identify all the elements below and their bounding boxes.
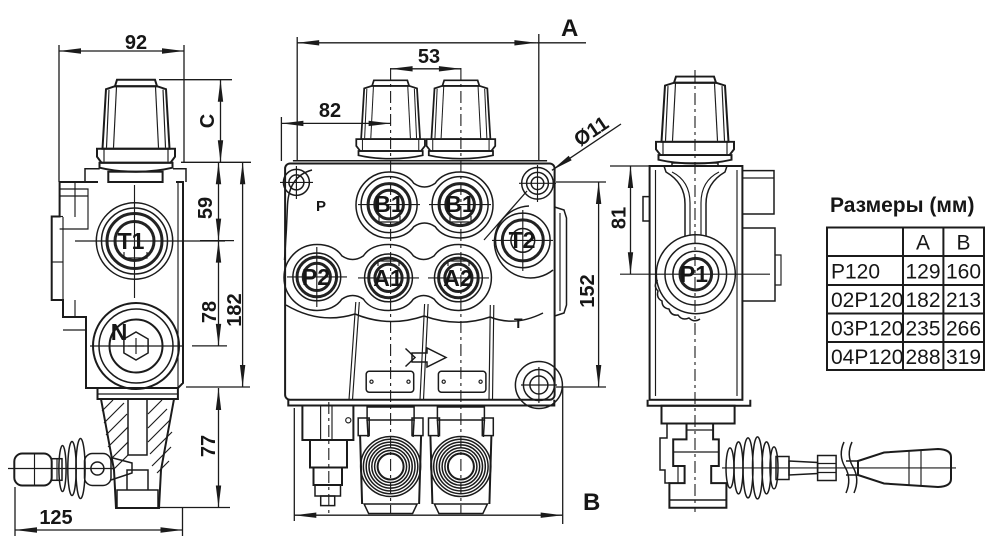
svg-text:288: 288	[905, 346, 940, 369]
svg-text:319: 319	[946, 346, 981, 369]
svg-text:B: B	[956, 232, 970, 255]
svg-text:B1: B1	[374, 191, 404, 217]
svg-text:A: A	[561, 15, 578, 42]
svg-text:182: 182	[224, 293, 246, 326]
svg-text:78: 78	[199, 301, 221, 323]
svg-text:81: 81	[609, 207, 631, 229]
svg-text:160: 160	[946, 261, 981, 284]
svg-text:B1: B1	[445, 191, 475, 217]
svg-text:77: 77	[198, 435, 220, 457]
svg-text:04P120: 04P120	[831, 346, 903, 369]
svg-text:P: P	[316, 198, 326, 215]
svg-text:125: 125	[39, 507, 72, 529]
svg-text:N: N	[111, 319, 128, 345]
svg-text:A1: A1	[373, 265, 403, 291]
svg-text:P2: P2	[302, 264, 330, 290]
svg-text:P120: P120	[831, 261, 880, 284]
svg-text:152: 152	[577, 274, 599, 307]
svg-text:B: B	[583, 489, 600, 516]
svg-text:Размеры (мм): Размеры (мм)	[830, 194, 974, 217]
svg-text:266: 266	[946, 318, 981, 341]
svg-text:T1: T1	[118, 228, 145, 254]
svg-text:C: C	[197, 114, 219, 128]
svg-text:P1: P1	[680, 261, 708, 287]
svg-text:T2: T2	[509, 227, 536, 253]
svg-text:A: A	[916, 232, 930, 255]
svg-text:129: 129	[905, 261, 940, 284]
svg-text:59: 59	[195, 197, 217, 219]
svg-text:Ø11: Ø11	[570, 112, 613, 151]
svg-text:235: 235	[905, 318, 940, 341]
svg-text:A2: A2	[443, 265, 472, 291]
svg-text:03P120: 03P120	[831, 318, 903, 341]
svg-text:53: 53	[418, 46, 440, 68]
svg-text:T: T	[514, 315, 523, 331]
svg-text:92: 92	[125, 32, 147, 54]
svg-text:182: 182	[905, 289, 940, 312]
svg-text:213: 213	[946, 289, 981, 312]
svg-text:02P120: 02P120	[831, 289, 903, 312]
svg-text:82: 82	[319, 100, 341, 122]
